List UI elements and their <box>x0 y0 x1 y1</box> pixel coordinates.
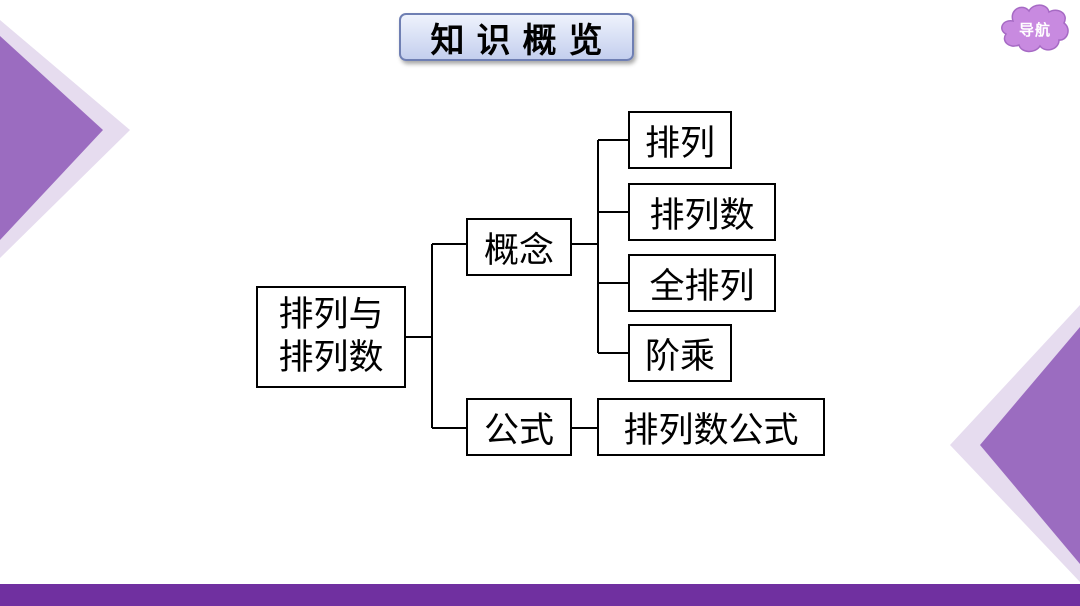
bottom-accent-bar <box>0 584 1080 606</box>
leaf-node-permutation: 排列 <box>628 111 732 169</box>
leaf-node-permutation-formula: 排列数公式 <box>597 398 825 456</box>
root-node-line-1: 排列与 <box>278 295 384 335</box>
branch-node-formula: 公式 <box>466 398 572 456</box>
branch-node-concept: 概念 <box>466 218 572 276</box>
root-node: 排列与 排列数 <box>256 286 406 388</box>
nav-button-label: 导航 <box>1018 20 1051 39</box>
left-triangle-dark <box>0 36 103 240</box>
page-title: 知识概览 <box>399 13 634 61</box>
root-node-line-2: 排列数 <box>278 338 384 378</box>
right-triangle-dark <box>980 327 1080 564</box>
leaf-node-factorial: 阶乘 <box>628 324 732 382</box>
leaf-node-permutation-count: 排列数 <box>628 183 776 241</box>
nav-button[interactable]: 导航 <box>999 3 1071 55</box>
leaf-node-full-permutation: 全排列 <box>628 254 776 312</box>
cloud-icon <box>1001 4 1069 53</box>
